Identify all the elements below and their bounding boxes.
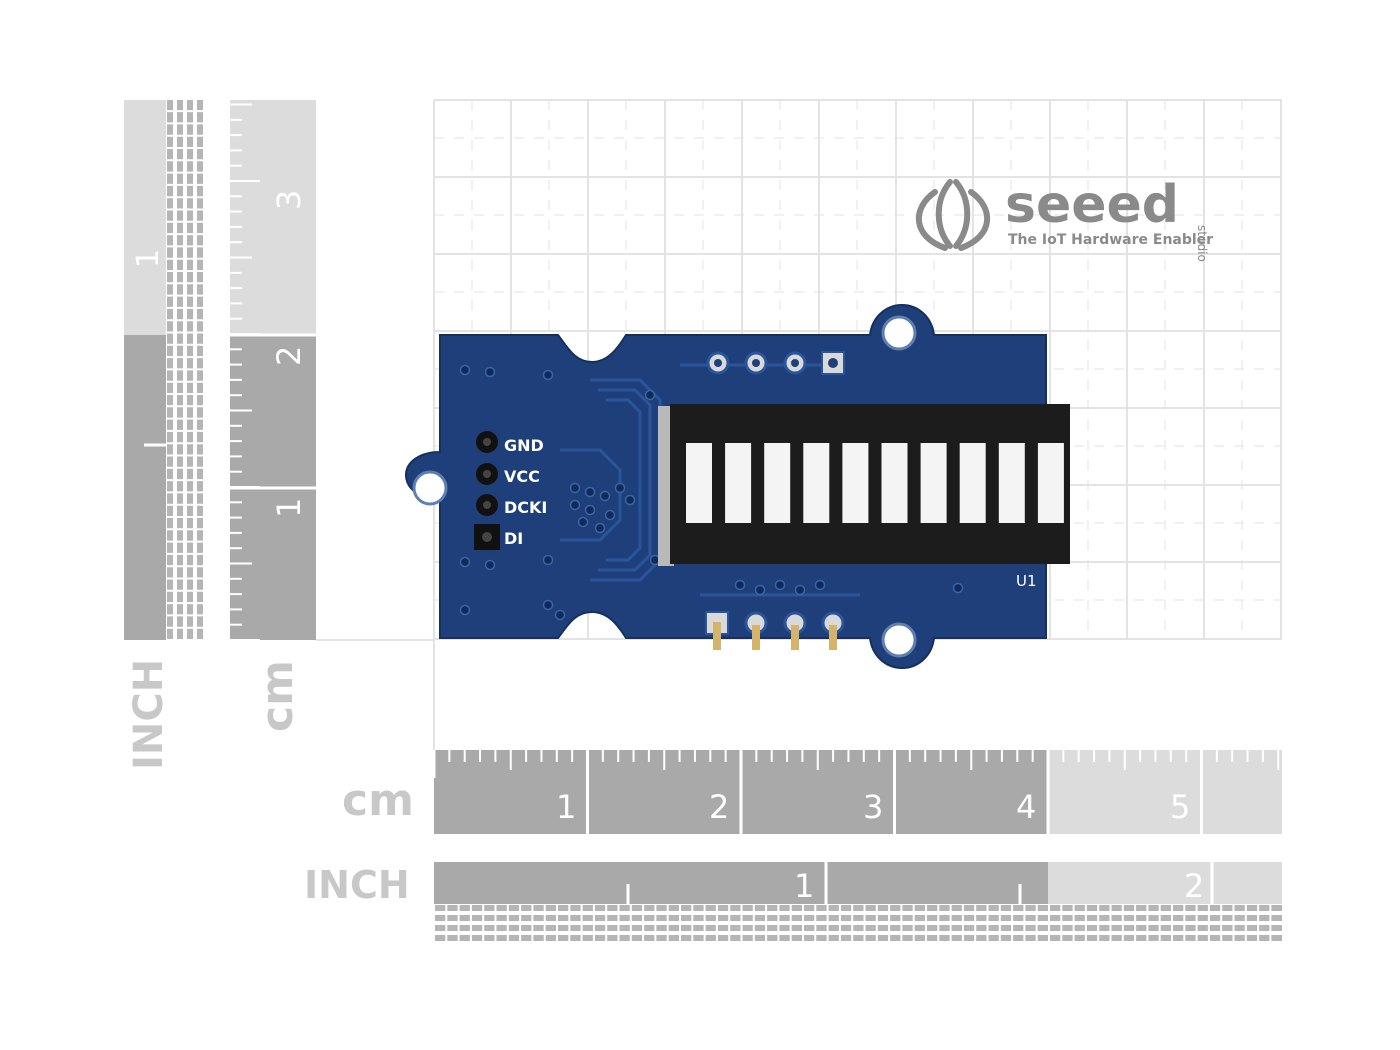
led-bar-graph: [658, 404, 1070, 566]
horizontal-inch-ruler: INCH 1 2: [304, 862, 1282, 948]
vertical-inch-ruler: 1 INCH: [124, 100, 210, 770]
led-segment: [998, 443, 1025, 523]
vertical-cm-ruler: 3 2 1 cm: [230, 100, 316, 732]
top-header-pads: [706, 351, 845, 375]
led-segment: [764, 443, 791, 523]
vertical-inch-label: INCH: [126, 659, 172, 770]
pin-label-vcc: VCC: [504, 467, 540, 486]
led-segment: [1037, 443, 1064, 523]
vertical-cm-number-2: 2: [270, 346, 308, 366]
led-segment: [842, 443, 869, 523]
mounting-hole-bottom: [881, 622, 917, 658]
horizontal-cm-number-5: 5: [1170, 788, 1190, 826]
seeed-flame-icon: [916, 179, 990, 251]
led-segment: [725, 443, 752, 523]
pin-label-di: DI: [504, 529, 523, 548]
seeed-studio-text: studio: [1195, 225, 1209, 262]
horizontal-cm-number-4: 4: [1016, 788, 1036, 826]
vertical-cm-label: cm: [252, 660, 303, 732]
seeed-brand-text: seeed: [1005, 175, 1179, 235]
led-segment: [920, 443, 947, 523]
led-bar-module: GND VCC DCKI DI U1: [404, 303, 1070, 670]
horizontal-inch-label: INCH: [304, 863, 410, 907]
pin-label-dcki: DCKI: [504, 498, 547, 517]
horizontal-cm-label: cm: [342, 775, 414, 826]
led-segments: [686, 443, 1064, 523]
vertical-cm-number-3: 3: [270, 190, 308, 210]
mounting-hole-top: [881, 315, 917, 351]
seeed-tagline: The IoT Hardware Enabler: [1008, 232, 1213, 248]
horizontal-cm-number-3: 3: [863, 788, 883, 826]
horizontal-cm-number-1: 1: [556, 788, 576, 826]
connector-pins: [474, 431, 500, 550]
pcb-vias: [459, 364, 964, 621]
horizontal-cm-number-2: 2: [709, 788, 729, 826]
horizontal-inch-number-2: 2: [1184, 867, 1204, 905]
pin-label-gnd: GND: [504, 436, 544, 455]
bottom-header-pins: [705, 611, 845, 650]
seeed-logo: seeed studio The IoT Hardware Enabler: [916, 175, 1213, 262]
component-label: U1: [1016, 572, 1037, 590]
horizontal-cm-ruler: cm 1 2 3 4 5: [342, 750, 1282, 834]
led-segment: [881, 443, 908, 523]
led-segment: [959, 443, 986, 523]
mounting-hole-left: [412, 470, 448, 506]
vertical-cm-number-1: 1: [270, 498, 308, 518]
horizontal-inch-number-1: 1: [794, 867, 814, 905]
led-segment: [803, 443, 830, 523]
led-segment: [686, 443, 712, 523]
vertical-inch-number: 1: [131, 249, 166, 268]
